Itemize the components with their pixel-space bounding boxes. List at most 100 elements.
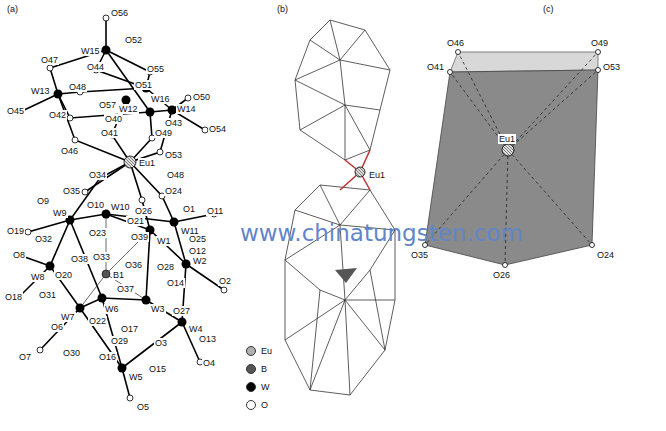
atom-label: O46 (60, 146, 79, 156)
legend-swatch (246, 400, 256, 410)
atom-label: O39 (130, 232, 149, 242)
atom-label: O48 (68, 82, 87, 92)
atom-label: O3 (154, 338, 168, 348)
atom-label: W15 (80, 46, 101, 56)
legend-entry: B (246, 364, 267, 374)
atom-label: W4 (188, 324, 204, 334)
atom-label: O2 (218, 276, 232, 286)
atom-label: W2 (192, 256, 208, 266)
atom-label: W6 (104, 304, 120, 314)
atom-label: O23 (88, 228, 107, 238)
atom-label: O44 (86, 62, 105, 72)
atom-label: O15 (148, 364, 167, 374)
atom-label: O51 (134, 80, 153, 90)
legend-entry: W (246, 382, 270, 392)
atom-label: O40 (104, 114, 123, 124)
atom-label: O20 (54, 270, 73, 280)
legend-text: Eu (261, 346, 272, 356)
atom-label: W9 (52, 208, 68, 218)
atom-label: Eu1 (138, 158, 156, 168)
atom-label: W10 (110, 202, 131, 212)
atom-label: Eu1 (368, 170, 386, 180)
atom-label: O7 (18, 352, 32, 362)
legend-entry: Eu (246, 346, 272, 356)
atom-label: W5 (128, 372, 144, 382)
atom-label: O6 (50, 322, 64, 332)
atom-label: O18 (4, 292, 23, 302)
legend-text: B (261, 364, 267, 374)
atom-label: O27 (172, 306, 191, 316)
legend-swatch (246, 382, 256, 392)
atom-label: O30 (62, 348, 81, 358)
atom-label: O13 (198, 334, 217, 344)
atom-label: O22 (88, 316, 107, 326)
atom-label: O53 (164, 150, 183, 160)
atom-label: O14 (166, 278, 185, 288)
panel-letter: (c) (542, 4, 555, 14)
atom-label: O49 (154, 128, 173, 138)
atom-label: W1 (156, 236, 172, 246)
atom-label: O11 (206, 206, 224, 216)
atom-label: O42 (48, 110, 67, 120)
atom-label: O1 (182, 204, 196, 214)
watermark: www.chinatungsten.com (240, 220, 523, 246)
atom-label: O57 (98, 100, 117, 110)
atom-label: O9 (36, 196, 50, 206)
atom-label: O55 (146, 64, 165, 74)
atom-label: O54 (208, 124, 227, 134)
atom-label: Eu1 (498, 134, 516, 144)
atom-label: W14 (176, 104, 197, 114)
atom-label: O12 (188, 246, 207, 256)
atom-label: O35 (62, 186, 81, 196)
atom-label: O10 (86, 200, 105, 210)
atom-label: O32 (34, 234, 53, 244)
atom-label: O41 (426, 62, 445, 72)
atom-label: O56 (110, 8, 129, 18)
atom-label: O24 (596, 250, 615, 260)
legend-entry: O (246, 400, 268, 410)
atom-label: O5 (136, 402, 150, 412)
atom-label: O45 (6, 106, 25, 116)
atom-label: O41 (100, 128, 119, 138)
atom-label: B1 (112, 270, 125, 280)
atom-label: O24 (164, 186, 183, 196)
atom-label: W16 (150, 94, 171, 104)
atom-label: O19 (6, 226, 25, 236)
atom-label: O17 (120, 324, 139, 334)
panel-letter: (a) (6, 4, 19, 14)
atom-label: O29 (110, 336, 129, 346)
atom-label: O47 (40, 55, 59, 65)
atom-label: O8 (12, 250, 26, 260)
atom-label: O49 (590, 38, 609, 48)
atom-label: O25 (188, 234, 207, 244)
atom-label: O28 (156, 262, 175, 272)
atom-label: W8 (30, 272, 46, 282)
atom-label: O33 (92, 252, 111, 262)
atom-label: O52 (124, 35, 143, 45)
legend-text: O (261, 400, 268, 410)
atom-label: O26 (492, 270, 511, 280)
legend-text: W (261, 382, 270, 392)
atom-label: O31 (38, 290, 57, 300)
atom-label: O36 (124, 260, 143, 270)
atom-label: O48 (166, 170, 185, 180)
legend-swatch (246, 364, 256, 374)
atom-label: W12 (118, 104, 139, 114)
atom-label: O43 (164, 118, 183, 128)
atom-label: O21 (126, 216, 145, 226)
atom-label: O46 (446, 38, 465, 48)
atom-label: W7 (60, 312, 76, 322)
atom-label: O37 (116, 284, 135, 294)
atom-label: O35 (410, 250, 429, 260)
atom-label: O34 (88, 170, 107, 180)
legend-swatch (246, 346, 256, 356)
atom-label: W3 (150, 304, 166, 314)
atom-label: O4 (202, 358, 216, 368)
atom-label: O38 (70, 254, 89, 264)
panel-letter: (b) (276, 4, 289, 14)
atom-label: O26 (134, 206, 153, 216)
atom-label: O16 (98, 352, 117, 362)
atom-label: W13 (30, 86, 51, 96)
atom-label: O50 (192, 92, 211, 102)
